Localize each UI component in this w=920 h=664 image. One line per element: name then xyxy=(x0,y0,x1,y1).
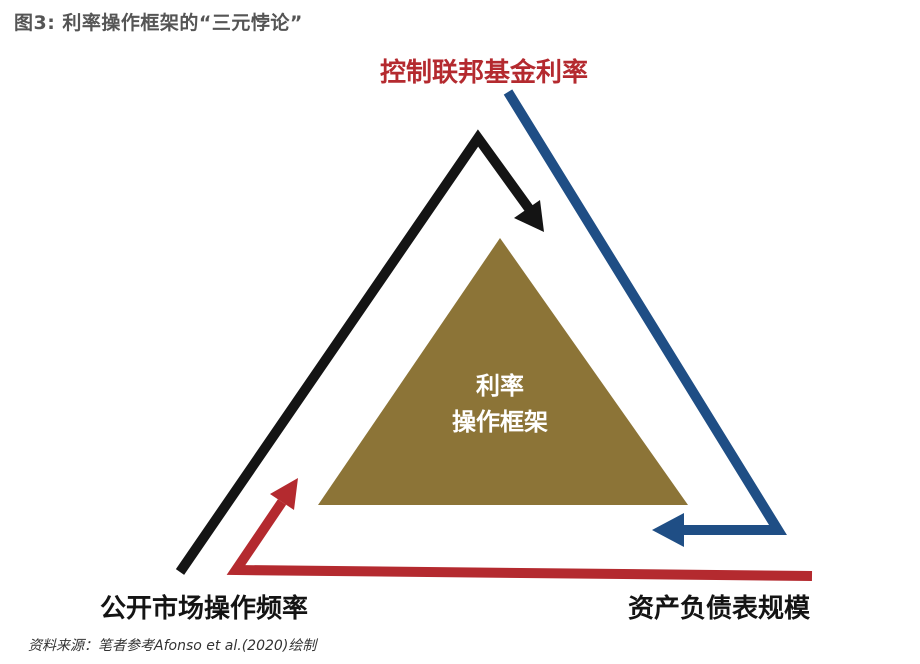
node-top-label: 控制联邦基金利率 xyxy=(380,58,589,88)
arrow-down-right-icon xyxy=(175,129,544,575)
node-bottom-right-label: 资产负债表规模 xyxy=(628,594,811,624)
figure-title: 图3: 利率操作框架的“三元悖论” xyxy=(14,12,303,34)
node-bottom-left-label: 公开市场操作频率 xyxy=(100,594,309,624)
center-label: 利率 操作框架 xyxy=(420,368,580,440)
arrow-left-icon xyxy=(503,89,787,547)
center-label-line2: 操作框架 xyxy=(452,408,548,436)
arrow-up-right-icon xyxy=(226,478,813,581)
source-note: 资料来源：笔者参考Afonso et al.(2020)绘制 xyxy=(28,638,317,654)
center-label-line1: 利率 xyxy=(476,372,524,400)
center-triangle xyxy=(318,238,688,505)
